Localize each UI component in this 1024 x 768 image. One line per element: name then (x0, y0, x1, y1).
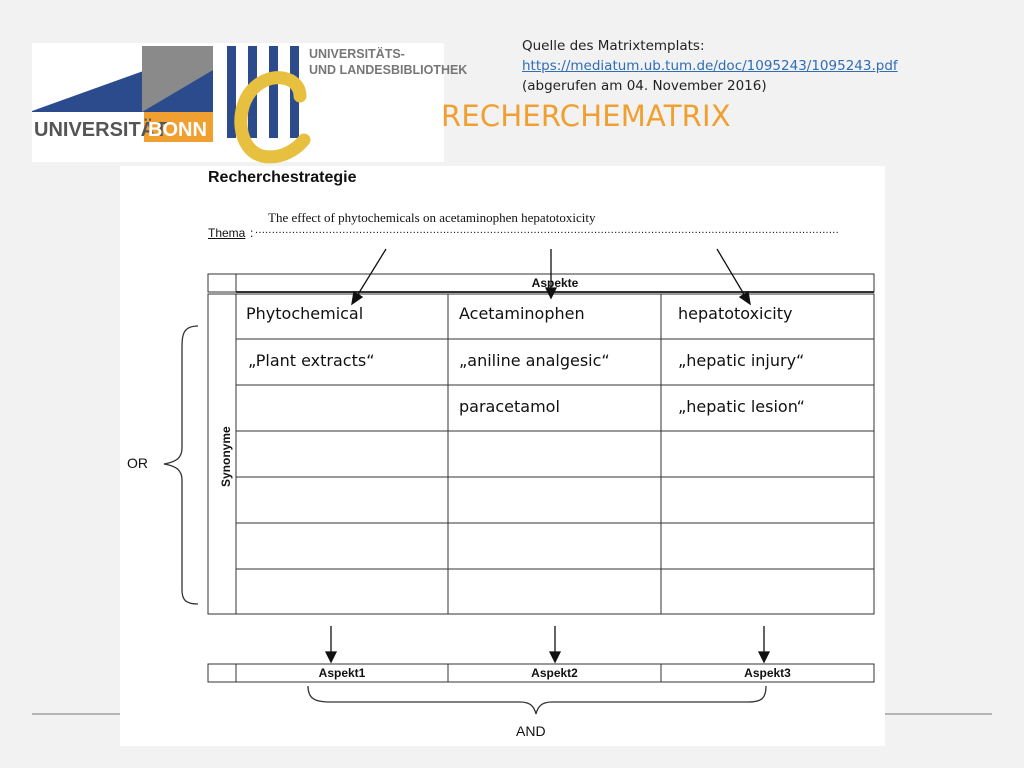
thema-colon: : (250, 226, 254, 240)
source-link[interactable]: https://mediatum.ub.tum.de/doc/1095243/1… (522, 58, 898, 74)
aspect-arrows-top (351, 248, 751, 306)
thema-dots: ........................................… (255, 224, 838, 236)
and-brace (307, 685, 767, 715)
cell-r2-c3: „hepatic injury“ (678, 351, 805, 370)
result-aspekt3: Aspekt3 (744, 666, 791, 680)
ulb-text-line1: UNIVERSITÄTS- (309, 46, 405, 61)
source-label: Quelle des Matrixtemplats: (522, 38, 705, 54)
page-title: RECHERCHEMATRIX (441, 99, 731, 133)
or-label: OR (127, 455, 148, 471)
cell-r2-c2: „aniline analgesic“ (459, 351, 610, 370)
ulb-text-line2: UND LANDESBIBLIOTHEK (309, 63, 467, 77)
uni-bonn-text-right: BONN (148, 119, 207, 141)
aspects-header: Aspekte (531, 276, 579, 290)
cell-r1-c3: hepatotoxicity (678, 304, 793, 323)
uni-bonn-text-left: UNIVERSITÄT (34, 118, 167, 141)
matrix-heading: Recherchestrategie (208, 169, 357, 186)
matrix-card (120, 166, 885, 746)
source-note: Quelle des Matrixtemplats: https://media… (522, 36, 898, 96)
separator-left (32, 713, 122, 715)
topic-text: The effect of phytochemicals on acetamin… (268, 210, 596, 225)
and-label: AND (516, 723, 546, 739)
result-aspekt1: Aspekt1 (318, 666, 366, 680)
aspect-arrows-bottom (324, 626, 771, 664)
uni-bonn-logo: UNIVERSITÄT BONN (32, 46, 213, 142)
thema-label: Thema (208, 226, 246, 240)
or-brace (163, 325, 199, 605)
cell-r2-c1: „Plant extracts“ (248, 351, 375, 370)
source-date: (abgerufen am 04. November 2016) (522, 78, 767, 94)
cell-r1-c2: Acetaminophen (459, 304, 585, 323)
synonyme-label: Synonyme (219, 426, 233, 487)
separator-right (884, 713, 992, 715)
cell-r1-c1: Phytochemical (246, 304, 364, 323)
cell-r3-c3: „hepatic lesion“ (678, 397, 805, 416)
ulb-logo: UNIVERSITÄTS- UND LANDESBIBLIOTHEK (227, 46, 467, 164)
cell-r3-c2: paracetamol (459, 397, 560, 416)
result-aspekt2: Aspekt2 (531, 666, 578, 680)
